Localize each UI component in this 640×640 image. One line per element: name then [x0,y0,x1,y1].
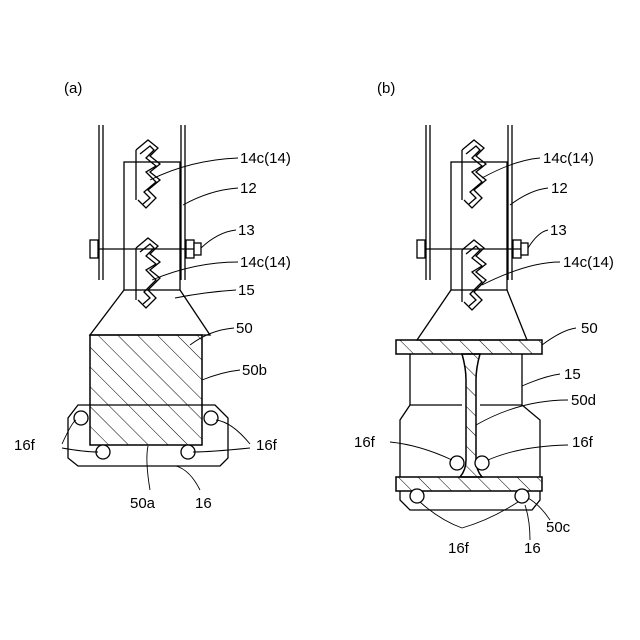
panel-a-label-15: 15 [238,282,255,299]
panel-a-label-14c-top: 14c(14) [240,150,291,167]
panel-a-label-16: 16 [195,495,212,512]
panel-a-block-50 [90,335,202,445]
panel-a-label-50: 50 [236,320,253,337]
panel-b-label-12: 12 [551,180,568,197]
panel-b-bracket [417,162,527,340]
panel-a-label-50b: 50b [242,362,267,379]
panel-b-label-50: 50 [581,320,598,337]
panel-b-label-15: 15 [564,366,581,383]
panel-b-label-14c-bottom: 14c(14) [563,254,614,271]
panel-b-label-14c-top: 14c(14) [543,150,594,167]
panel-a-label-12: 12 [240,180,257,197]
panel-b-label-16: 16 [524,540,541,557]
panel-a-label-13: 13 [238,222,255,239]
panel-b-label-16f-right: 16f [572,434,594,451]
panel-a-label: (a) [64,80,82,97]
panel-b-label-50d: 50d [571,392,596,409]
panel-b-label-16f-left: 16f [354,434,376,451]
panel-b-label-50c: 50c [546,519,571,536]
panel-b-label-16f-bottom: 16f [448,540,470,557]
panel-a: (a) [14,80,291,512]
panel-a-label-14c-bottom: 14c(14) [240,254,291,271]
panel-b-ibeam-50 [396,340,542,491]
panel-b: (b) [354,80,614,557]
panel-b-label-13: 13 [550,222,567,239]
panel-a-label-16f-right: 16f [256,437,278,454]
panel-b-label: (b) [377,80,395,97]
panel-a-label-50a: 50a [130,495,156,512]
panel-a-label-16f-left: 16f [14,437,36,454]
